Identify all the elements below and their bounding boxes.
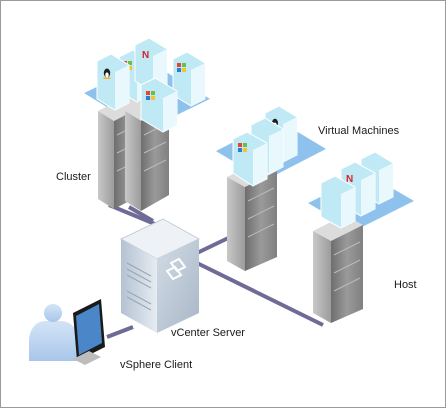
windows-flag-icon [146,91,155,100]
netware-n-icon: N [346,174,353,185]
windows-flag-icon [238,143,247,152]
virtual-machines-label: Virtual Machines [318,125,400,137]
link-vcenter-to-host [196,261,324,327]
cluster-vm-windows-front [140,77,178,133]
monitor-icon [73,299,105,365]
cluster-vm-windows-right [172,51,206,107]
windows-flag-icon [177,63,186,72]
host-label: Host [394,279,417,291]
vm-host-vm-windows [232,131,268,187]
link-vcenter-to-vsphere-client [106,325,134,339]
vsphere-client-label: vSphere Client [120,359,193,371]
vcenter-server-label: vCenter Server [171,327,245,339]
host-vm-front [320,175,356,229]
host-server [313,215,363,323]
netware-n-icon: N [142,50,149,61]
linux-tux-icon [103,68,111,79]
vsphere-client-user [29,304,81,361]
vcenter-server [119,218,201,333]
cluster-label: Cluster [56,171,91,183]
cluster-vm-linux [96,53,130,111]
vcenter-logo-icon [165,257,187,281]
